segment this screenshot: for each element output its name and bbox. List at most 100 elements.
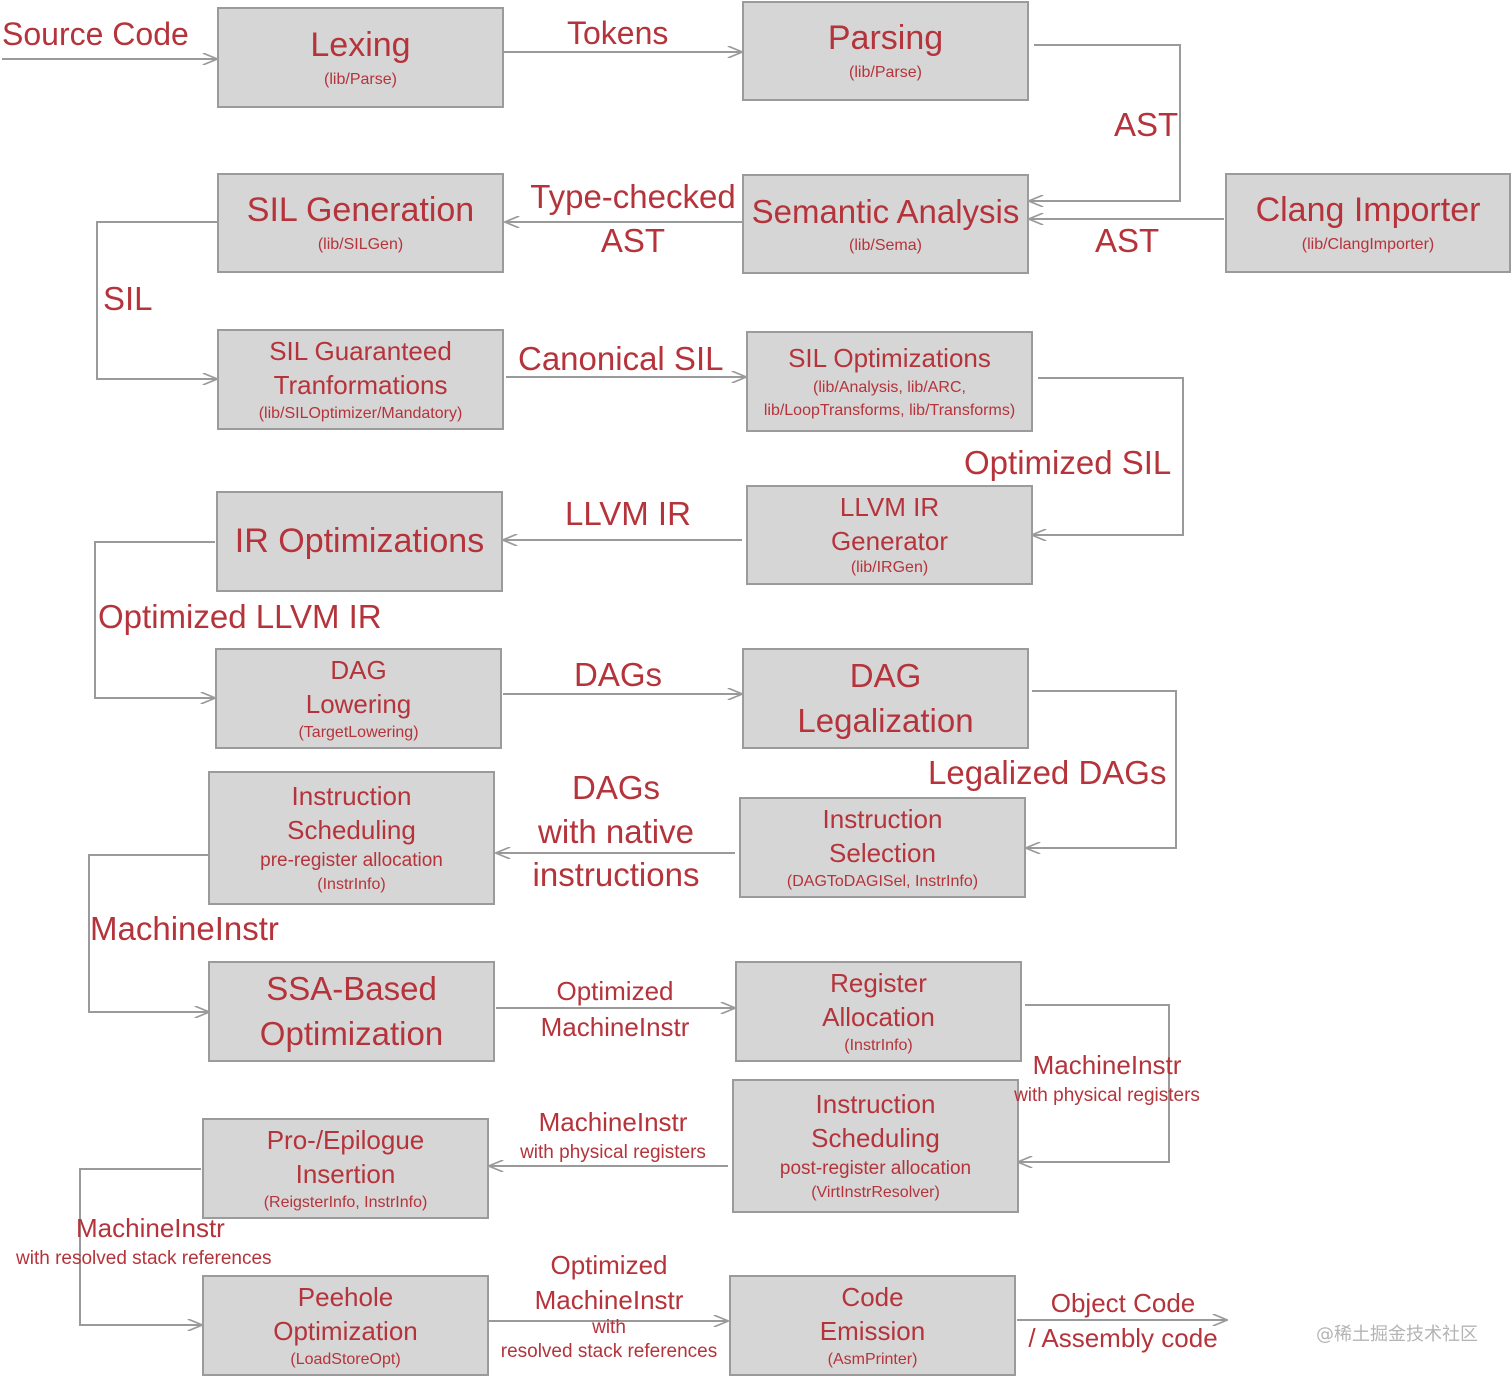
instruction-selection-title-line1: Instruction xyxy=(822,803,943,834)
edge-label-optimized-mi-line1: Optimized xyxy=(556,976,674,1006)
instruction-scheduling-post-subtitle-line2: (VirtInstrResolver) xyxy=(811,1184,940,1202)
edge-label-dags-native-line2: with native xyxy=(538,812,694,850)
ssa-based-optimization-title-line2: Optimization xyxy=(259,1014,444,1052)
edge-label-opt-mi-stack-line1: Optimized xyxy=(550,1250,668,1280)
edge-label-mi-resolved-stack-line1: MachineInstr xyxy=(76,1213,225,1243)
sil-optimizations-subtitle-line2: lib/LoopTransforms, lib/Transforms) xyxy=(763,401,1016,419)
instruction-selection-subtitle: (DAGToDAGISel, InstrInfo) xyxy=(786,872,979,890)
edge-label-optimized-sil: Optimized SIL xyxy=(964,444,1172,481)
edge-iropt-to-daglowering xyxy=(94,541,215,698)
edge-label-dags-native-line1: DAGs xyxy=(571,769,660,806)
edge-label-dags-native: DAGs with native instructions xyxy=(506,769,726,894)
llvm-ir-generator-title-line2: Generator xyxy=(830,526,949,557)
edge-label-object-code-line1: Object Code xyxy=(1050,1288,1196,1318)
edge-label-mi-resolved-stack-line2: with resolved stack references xyxy=(16,1247,272,1269)
sil-guaranteed-box: SIL Guaranteed Tranformations (lib/SILOp… xyxy=(217,329,504,430)
clang-importer-box: Clang Importer (lib/ClangImporter) xyxy=(1225,173,1511,273)
edge-label-source-code: Source Code xyxy=(2,16,189,52)
sil-optimizations-subtitle-line1: (lib/Analysis, lib/ARC, xyxy=(813,379,966,397)
instruction-scheduling-pre-box: Instruction Scheduling pre-register allo… xyxy=(208,771,495,905)
dag-lowering-title-line1: DAG xyxy=(330,654,387,685)
edge-regalloc-to-schedpost xyxy=(1019,1004,1170,1162)
clang-importer-subtitle: (lib/ClangImporter) xyxy=(1301,236,1435,254)
edge-label-dags-native-line3: instructions xyxy=(532,856,700,894)
llvm-ir-generator-subtitle: (lib/IRGen) xyxy=(850,559,929,577)
edge-label-optimized-mi-line2: MachineInstr xyxy=(540,1011,690,1042)
pro-epilogue-insertion-subtitle: (ReigsterInfo, InstrInfo) xyxy=(263,1193,428,1211)
edge-label-mi-resolved-stack: MachineInstr with resolved stack referen… xyxy=(16,1213,272,1269)
sil-generation-subtitle: (lib/SILGen) xyxy=(317,236,404,254)
clang-importer-title: Clang Importer xyxy=(1255,191,1481,229)
edge-label-sil: SIL xyxy=(103,280,153,317)
code-emission-subtitle: (AsmPrinter) xyxy=(827,1350,918,1368)
edge-label-mi-physical-mid-line2: with physical registers xyxy=(520,1141,706,1163)
dag-legalization-title-line2: Legalization xyxy=(797,701,974,739)
dag-legalization-box: DAG Legalization xyxy=(742,648,1029,749)
ssa-based-optimization-box: SSA-Based Optimization xyxy=(208,961,495,1062)
edge-label-optimized-llvm-ir: Optimized LLVM IR xyxy=(98,598,382,635)
instruction-scheduling-pre-title-line2: Scheduling xyxy=(287,815,416,846)
edge-label-ast-parse: AST xyxy=(1114,106,1179,143)
instruction-scheduling-post-subtitle-line1: post-register allocation xyxy=(779,1158,972,1180)
edge-label-object-code-line2: / Assembly code xyxy=(1028,1322,1218,1353)
sil-optimizations-box: SIL Optimizations (lib/Analysis, lib/ARC… xyxy=(746,331,1033,432)
edge-label-mi-physical-right-line2: with physical registers xyxy=(1014,1084,1200,1106)
parsing-title: Parsing xyxy=(827,19,944,57)
edge-label-mi-physical-mid: MachineInstr with physical registers xyxy=(508,1107,718,1163)
edge-label-type-checked-ast: Type-checked AST xyxy=(520,178,746,259)
peehole-optimization-title-line1: Peehole xyxy=(297,1281,394,1312)
watermark: @稀土掘金技术社区 xyxy=(1316,1324,1478,1345)
edge-label-legalized-dags: Legalized DAGs xyxy=(928,754,1167,791)
ir-optimizations-title: IR Optimizations xyxy=(234,521,485,560)
pro-epilogue-insertion-box: Pro-/Epilogue Insertion (ReigsterInfo, I… xyxy=(202,1118,489,1219)
edge-daglegal-to-isel xyxy=(1027,690,1177,848)
ir-optimizations-box: IR Optimizations xyxy=(216,491,503,592)
llvm-ir-generator-box: LLVM IR Generator (lib/IRGen) xyxy=(746,485,1033,585)
peehole-optimization-subtitle: (LoadStoreOpt) xyxy=(290,1350,401,1368)
edge-label-opt-mi-stack-line3: with xyxy=(592,1317,626,1339)
edge-label-llvm-ir: LLVM IR xyxy=(565,495,691,532)
edge-schedpre-to-ssa xyxy=(88,854,208,1012)
edge-silopt-to-irgen xyxy=(1033,377,1184,535)
pro-epilogue-insertion-title-line2: Insertion xyxy=(295,1158,396,1189)
sil-guaranteed-title-line1: SIL Guaranteed xyxy=(269,335,452,366)
edge-label-optimized-mi-resolved: Optimized MachineInstr with resolved sta… xyxy=(488,1250,730,1363)
instruction-scheduling-pre-subtitle-line1: pre-register allocation xyxy=(260,850,443,872)
lexing-title: Lexing xyxy=(310,25,411,64)
semantic-analysis-subtitle: (lib/Sema) xyxy=(849,236,922,254)
instruction-selection-title-line2: Selection xyxy=(829,837,936,868)
peehole-optimization-title-line2: Optimization xyxy=(273,1315,418,1346)
edge-label-object-code: Object Code / Assembly code xyxy=(1012,1288,1234,1353)
peehole-optimization-box: Peehole Optimization (LoadStoreOpt) xyxy=(202,1275,489,1376)
instruction-scheduling-post-box: Instruction Scheduling post-register all… xyxy=(732,1079,1019,1213)
register-allocation-box: Register Allocation (InstrInfo) xyxy=(735,961,1022,1062)
instruction-scheduling-pre-title-line1: Instruction xyxy=(291,781,412,812)
register-allocation-title-line1: Register xyxy=(830,967,927,998)
register-allocation-title-line2: Allocation xyxy=(822,1001,935,1032)
edge-label-machineinstr: MachineInstr xyxy=(90,910,279,947)
pro-epilogue-insertion-title-line1: Pro-/Epilogue xyxy=(266,1124,425,1155)
sil-guaranteed-title-line2: Tranformations xyxy=(273,369,448,400)
instruction-scheduling-pre-subtitle-line2: (InstrInfo) xyxy=(317,876,386,894)
edge-label-optimized-machineinstr: Optimized MachineInstr xyxy=(510,976,720,1042)
edge-label-ast-clang: AST xyxy=(1095,222,1160,259)
edge-label-tokens: Tokens xyxy=(567,15,669,51)
semantic-analysis-box: Semantic Analysis (lib/Sema) xyxy=(742,174,1029,274)
edge-label-canonical-sil: Canonical SIL xyxy=(518,340,724,377)
sil-guaranteed-subtitle: (lib/SILOptimizer/Mandatory) xyxy=(258,404,463,422)
edge-label-mi-physical-right: MachineInstr with physical registers xyxy=(1002,1050,1212,1106)
sil-optimizations-title: SIL Optimizations xyxy=(788,342,991,373)
parsing-box: Parsing (lib/Parse) xyxy=(742,1,1029,101)
llvm-ir-generator-title-line1: LLVM IR xyxy=(839,492,940,523)
code-emission-title-line2: Emission xyxy=(819,1315,926,1346)
edge-label-type-checked-line1: Type-checked xyxy=(530,178,736,215)
edge-label-mi-physical-right-line1: MachineInstr xyxy=(1032,1050,1182,1080)
code-emission-title-line1: Code xyxy=(841,1281,904,1312)
code-emission-box: Code Emission (AsmPrinter) xyxy=(729,1275,1016,1376)
edge-parsing-to-sema xyxy=(1030,44,1181,201)
sil-generation-box: SIL Generation (lib/SILGen) xyxy=(217,173,504,273)
register-allocation-subtitle: (InstrInfo) xyxy=(844,1036,913,1054)
edge-label-opt-mi-stack-line2: MachineInstr xyxy=(534,1284,684,1315)
lexing-box: Lexing (lib/Parse) xyxy=(217,7,504,108)
